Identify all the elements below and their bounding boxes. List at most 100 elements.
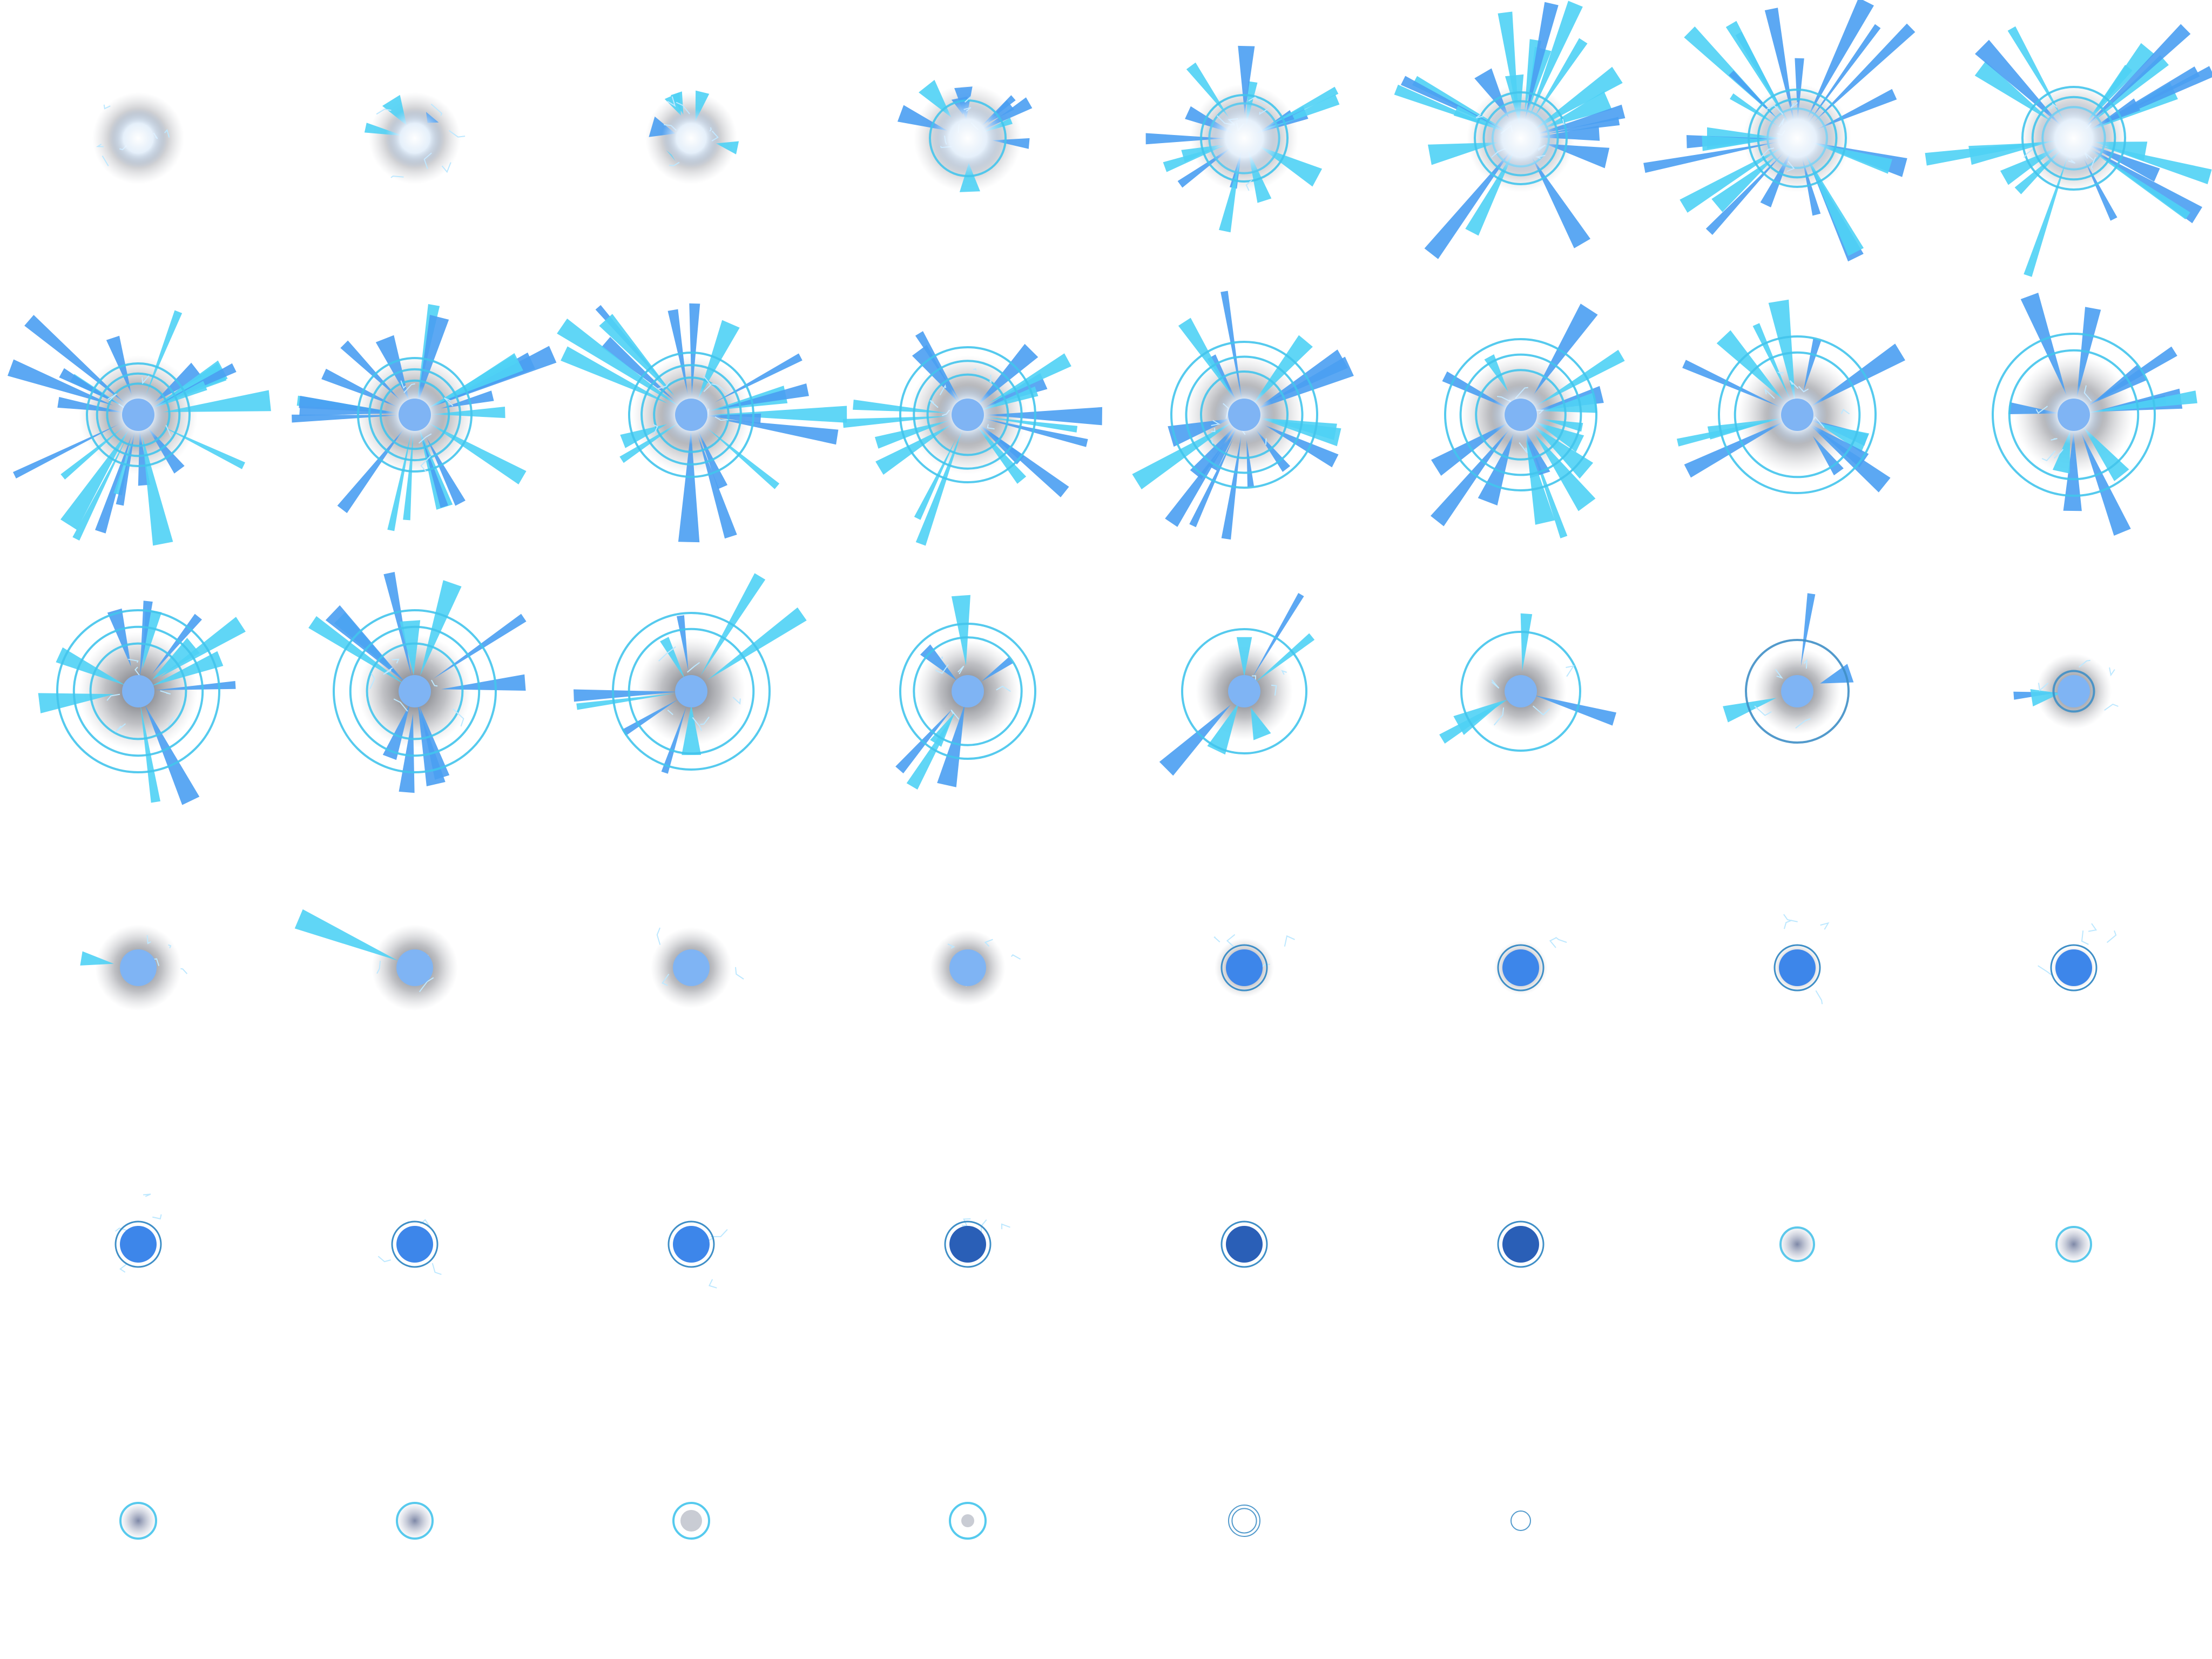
electric-spark: [1211, 428, 1216, 433]
shockwave-ring: [1181, 628, 1307, 754]
light-ray: [403, 433, 414, 521]
core-flash: [1759, 100, 1835, 176]
light-ray: [2083, 346, 2177, 409]
shockwave-ring: [1231, 1508, 1257, 1534]
energy-orb: [1502, 1226, 1539, 1263]
light-ray: [951, 595, 970, 666]
electric-spark: [667, 96, 676, 107]
electric-spark: [2023, 149, 2033, 158]
electric-spark: [1532, 705, 1550, 716]
light-ray: [711, 406, 847, 423]
shockwave-ring: [1460, 631, 1581, 752]
light-ray: [106, 335, 132, 395]
explosion-frame: [1510, 1510, 1531, 1531]
electric-spark: [667, 709, 673, 716]
energy-orb: [673, 949, 710, 986]
light-ray: [1729, 70, 1779, 120]
electric-spark: [686, 662, 700, 673]
shockwave-ring: [106, 382, 171, 447]
energy-orb: [1226, 949, 1263, 986]
shockwave-ring: [628, 628, 755, 755]
light-ray: [682, 704, 702, 756]
electric-spark: [1271, 684, 1277, 696]
light-ray: [420, 580, 462, 676]
electric-spark: [143, 1193, 151, 1197]
electric-spark: [947, 943, 955, 949]
light-ray: [707, 607, 807, 680]
electric-spark: [431, 679, 438, 687]
electric-spark: [1475, 113, 1483, 119]
explosion-frame: [119, 1502, 157, 1540]
electric-spark: [96, 143, 104, 147]
light-ray: [419, 429, 453, 510]
electric-spark: [1248, 96, 1266, 105]
light-ray: [1424, 147, 1514, 259]
light-ray: [1453, 700, 1505, 735]
shockwave-ring: [1200, 370, 1289, 459]
shockwave-ring: [1745, 639, 1850, 744]
explosion-frame: [895, 595, 1036, 790]
electric-spark: [1815, 990, 1823, 1004]
light-ray: [139, 601, 153, 678]
light-ray: [2007, 26, 2065, 123]
light-ray: [1431, 422, 1509, 476]
light-ray: [2024, 152, 2069, 277]
core-flash: [930, 100, 1006, 176]
electric-spark: [443, 397, 454, 407]
light-ray: [874, 420, 949, 449]
shockwave-ring: [926, 373, 1009, 456]
light-ray: [1261, 419, 1341, 447]
energy-orb: [1228, 675, 1260, 707]
electric-spark: [1491, 679, 1500, 689]
electric-spark: [1226, 934, 1236, 947]
shockwave-ring: [368, 368, 462, 462]
light-ray: [146, 310, 183, 395]
shockwave-ring: [672, 1502, 710, 1540]
electric-spark: [1549, 937, 1556, 948]
electric-spark: [929, 400, 939, 408]
electric-spark: [393, 698, 408, 712]
explosion-frame: [1676, 299, 1905, 494]
light-ray: [689, 303, 700, 396]
light-ray: [959, 163, 980, 192]
light-ray: [56, 647, 126, 686]
explosion-frame: [1773, 914, 1830, 1004]
electric-spark: [168, 944, 172, 949]
light-ray: [988, 353, 1071, 403]
electric-spark: [2079, 659, 2090, 668]
light-ray: [1168, 419, 1231, 447]
energy-orb: [1502, 949, 1539, 986]
explosion-frame: [651, 927, 744, 1008]
energy-orb: [1779, 1226, 1816, 1263]
light-ray: [915, 331, 962, 404]
orb-rim: [1220, 944, 1268, 992]
electric-spark: [441, 162, 451, 173]
light-ray: [1545, 144, 1610, 168]
light-ray: [1817, 89, 1897, 130]
light-ray: [601, 336, 675, 401]
light-ray: [1520, 613, 1533, 672]
light-ray: [1807, 0, 1874, 119]
light-ray: [1474, 68, 1509, 118]
shockwave-ring: [899, 346, 1036, 483]
electric-spark: [369, 673, 375, 689]
energy-orb: [2055, 1226, 2092, 1263]
light-ray: [340, 340, 400, 400]
electric-spark: [2104, 703, 2119, 711]
electric-spark: [1245, 180, 1252, 191]
light-ray: [158, 360, 228, 404]
electric-spark: [376, 961, 381, 974]
energy-orb: [673, 1226, 710, 1263]
light-ray: [1534, 695, 1616, 726]
electric-spark: [652, 424, 658, 435]
explosion-frame: [80, 925, 188, 1011]
light-ray: [1768, 299, 1796, 403]
core-flash: [1206, 100, 1282, 176]
light-ray: [622, 699, 678, 736]
light-ray: [710, 386, 788, 411]
explosion-frame: [1159, 593, 1315, 776]
light-ray: [1682, 360, 1781, 408]
energy-orb: [1505, 675, 1537, 707]
electric-spark: [106, 693, 120, 701]
explosion-frame: [308, 572, 527, 793]
